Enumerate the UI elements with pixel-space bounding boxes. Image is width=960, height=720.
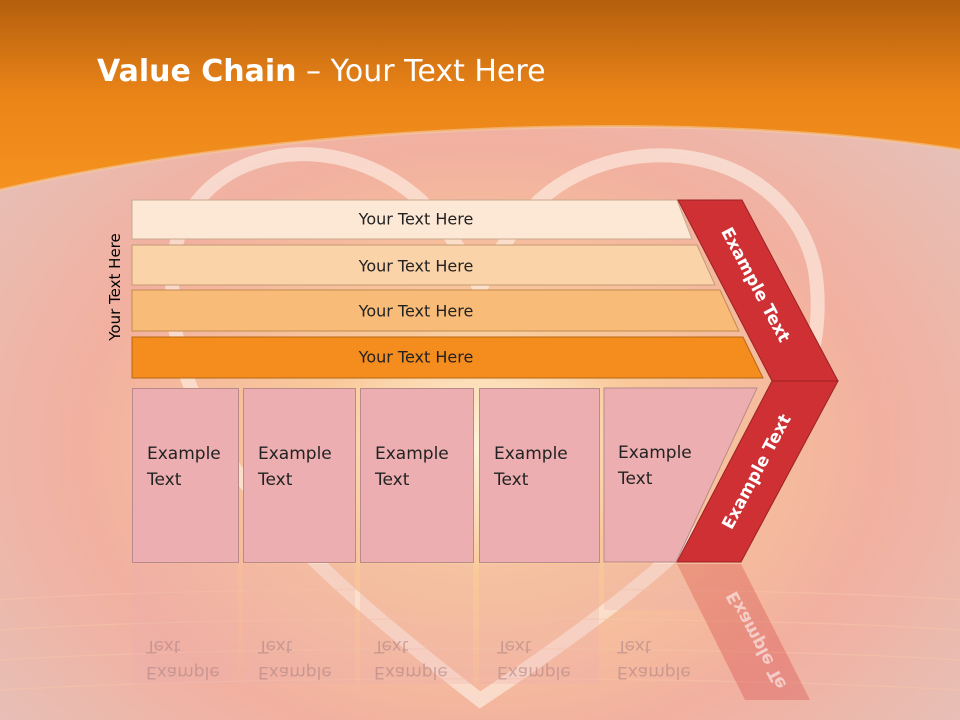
bar-1 (131, 199, 693, 240)
bar-3 (131, 289, 740, 332)
slide-title: Value Chain – Your Text Here (97, 54, 546, 89)
bar-4-label: Your Text Here (358, 347, 474, 367)
bar-2 (131, 244, 716, 286)
title-bold: Value Chain (97, 54, 297, 89)
box-5-shape (603, 387, 758, 563)
bar-3-label: Your Text Here (358, 301, 474, 321)
title-rest: – Your Text Here (296, 54, 546, 89)
bar-2-label: Your Text Here (358, 256, 474, 276)
chevron-bottom (676, 380, 839, 563)
bar-4 (131, 336, 764, 379)
bar-1-label: Your Text Here (358, 209, 474, 229)
